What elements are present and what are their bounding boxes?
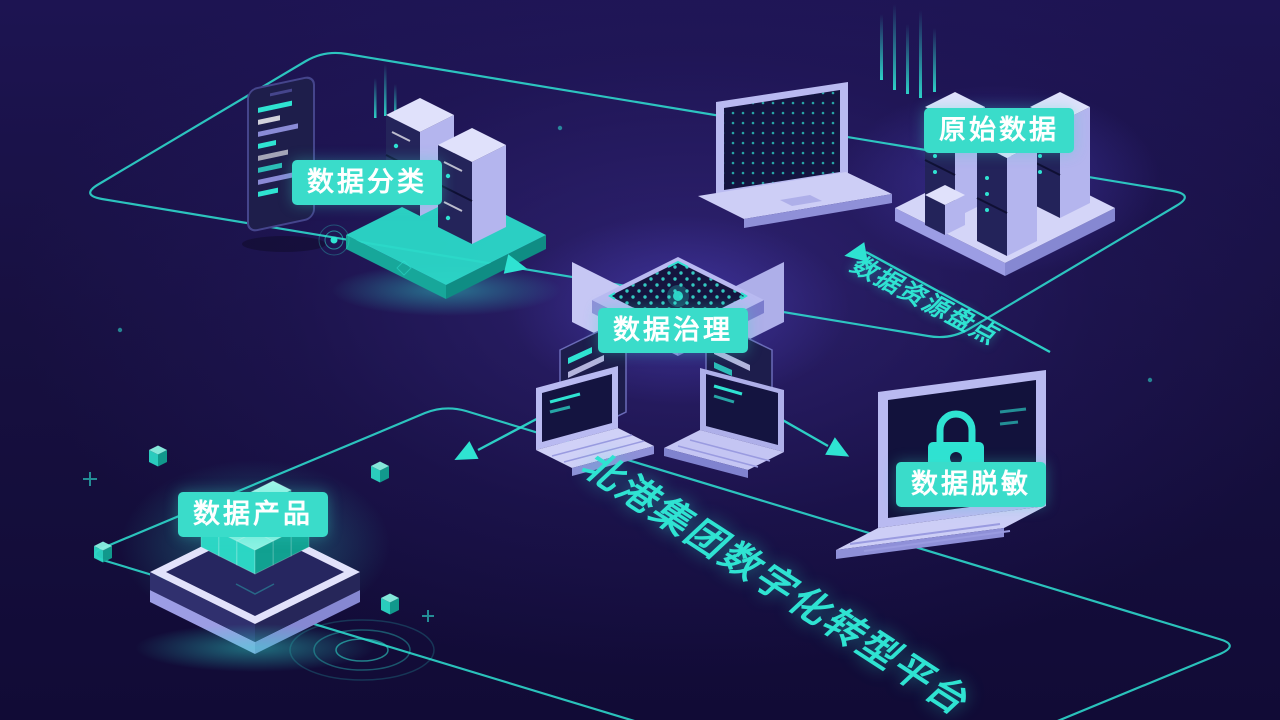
phone-shadow bbox=[242, 236, 326, 252]
node-label-raw-data: 原始数据 bbox=[924, 108, 1074, 153]
flow-arrow-icon bbox=[503, 254, 528, 274]
server-glow-lines-icon bbox=[374, 64, 397, 120]
ripple-icon bbox=[289, 619, 435, 681]
flow-arrow-icon bbox=[844, 242, 868, 262]
flow-arrows bbox=[454, 242, 868, 460]
node-label-data-classification: 数据分类 bbox=[292, 160, 442, 205]
floating-cubes-icon bbox=[94, 445, 399, 615]
laptop-icon bbox=[536, 366, 654, 476]
deco-dots bbox=[117, 125, 1153, 383]
laptop-icon bbox=[698, 82, 892, 228]
connector-to-product bbox=[477, 412, 547, 452]
flow-arrow-icon bbox=[454, 441, 479, 460]
node-label-data-masking: 数据脱敏 bbox=[896, 462, 1046, 507]
node-label-data-product: 数据产品 bbox=[178, 492, 328, 537]
signal-glow-lines-icon bbox=[880, 4, 936, 98]
phone-code-panel-icon bbox=[247, 76, 315, 232]
connector-raw-to-governance bbox=[865, 250, 1051, 354]
world-map-dots-icon bbox=[724, 90, 840, 190]
laptop-icon bbox=[664, 368, 784, 478]
top-track-outline bbox=[89, 51, 1186, 339]
flow-arrow-icon bbox=[825, 437, 850, 457]
pedestal-underglow bbox=[135, 624, 375, 672]
plus-marks-icon bbox=[83, 472, 434, 622]
target-rings-icon bbox=[318, 224, 412, 276]
node-label-data-governance: 数据治理 bbox=[598, 308, 748, 353]
illustration-data-classification bbox=[242, 64, 561, 316]
